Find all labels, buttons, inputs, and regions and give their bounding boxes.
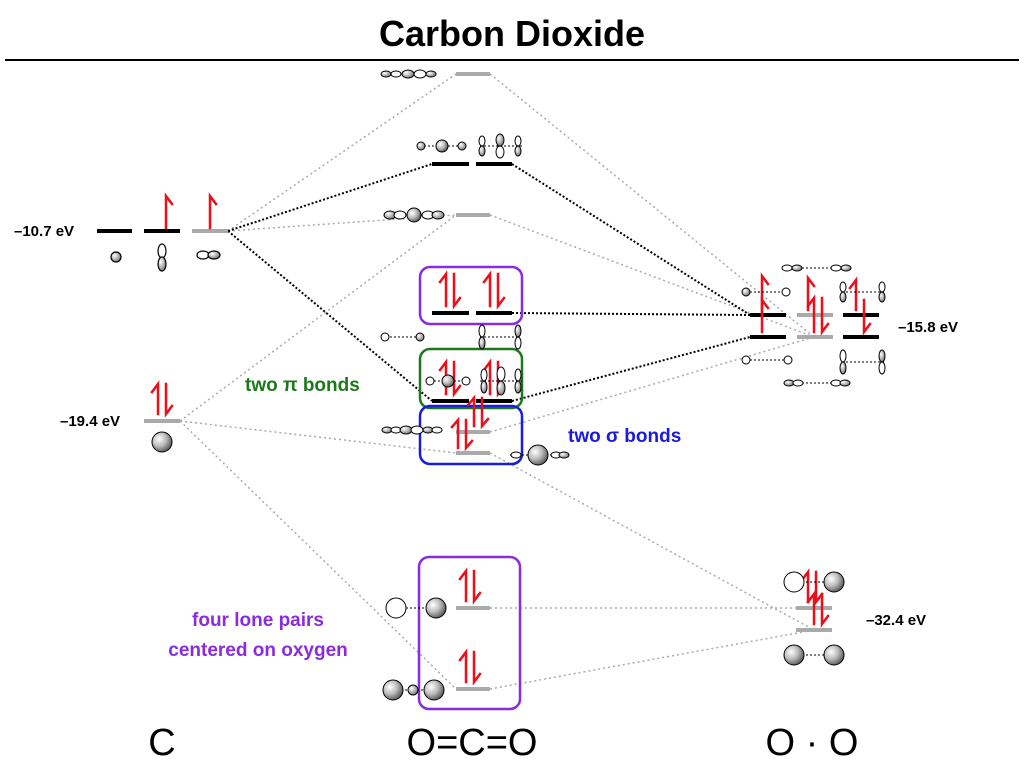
sigma-star-icon bbox=[383, 207, 445, 223]
pi-bonds-label: two π bonds bbox=[245, 375, 360, 396]
lone-pairs-box bbox=[417, 555, 522, 711]
lone-pair-antisymmetric-icon bbox=[385, 597, 447, 619]
oxygen-2p-levels bbox=[750, 313, 879, 339]
sigma-antibonding-icon bbox=[380, 69, 437, 79]
sigma-bonds-label: two σ bonds bbox=[568, 426, 681, 447]
column-label-carbon: C bbox=[148, 722, 175, 764]
carbon-p-orbital-icons bbox=[110, 243, 221, 272]
p-orbital-horizontal-icon bbox=[196, 250, 221, 260]
p-orbital-vertical-icon bbox=[157, 243, 167, 272]
lone-pairs-label-line2: centered on oxygen bbox=[168, 640, 348, 661]
pi-bonds-box bbox=[418, 347, 524, 410]
sigma-bonding-s-icon bbox=[510, 444, 570, 466]
carbon-2p-energy-label: –10.7 eV bbox=[14, 223, 74, 240]
carbon-2s-energy-label: –19.4 eV bbox=[60, 413, 120, 430]
sigma-bonds-box bbox=[418, 404, 524, 466]
co2-mo-levels bbox=[432, 72, 512, 691]
oxygen-p-group-icons bbox=[741, 264, 886, 387]
lone-pairs-label-line1: four lone pairs bbox=[192, 610, 324, 631]
sigma-bonding-p-icon bbox=[381, 425, 443, 435]
correlation-lines-black bbox=[227, 163, 751, 402]
column-label-oxygen: O · O bbox=[766, 722, 859, 764]
electron-arrows bbox=[150, 192, 872, 686]
pi-bonding-icon bbox=[425, 366, 522, 396]
nonbonding-pi-icon bbox=[380, 324, 522, 350]
nonbonding-pi-box bbox=[418, 265, 524, 326]
carbon-s-orbital-icon bbox=[151, 431, 173, 453]
p-orbital-end-on-icon bbox=[110, 251, 122, 263]
lone-pair-symmetric-icon bbox=[382, 679, 445, 701]
oxygen-2p-energy-label: –15.8 eV bbox=[898, 319, 958, 336]
oxygen-2s-energy-label: –32.4 eV bbox=[866, 612, 926, 629]
page-title: Carbon Dioxide bbox=[379, 13, 645, 54]
oxygen-s-group-icons bbox=[783, 571, 845, 666]
pi-antibonding-icon bbox=[416, 133, 522, 159]
column-label-co2: O=C=O bbox=[407, 722, 538, 764]
